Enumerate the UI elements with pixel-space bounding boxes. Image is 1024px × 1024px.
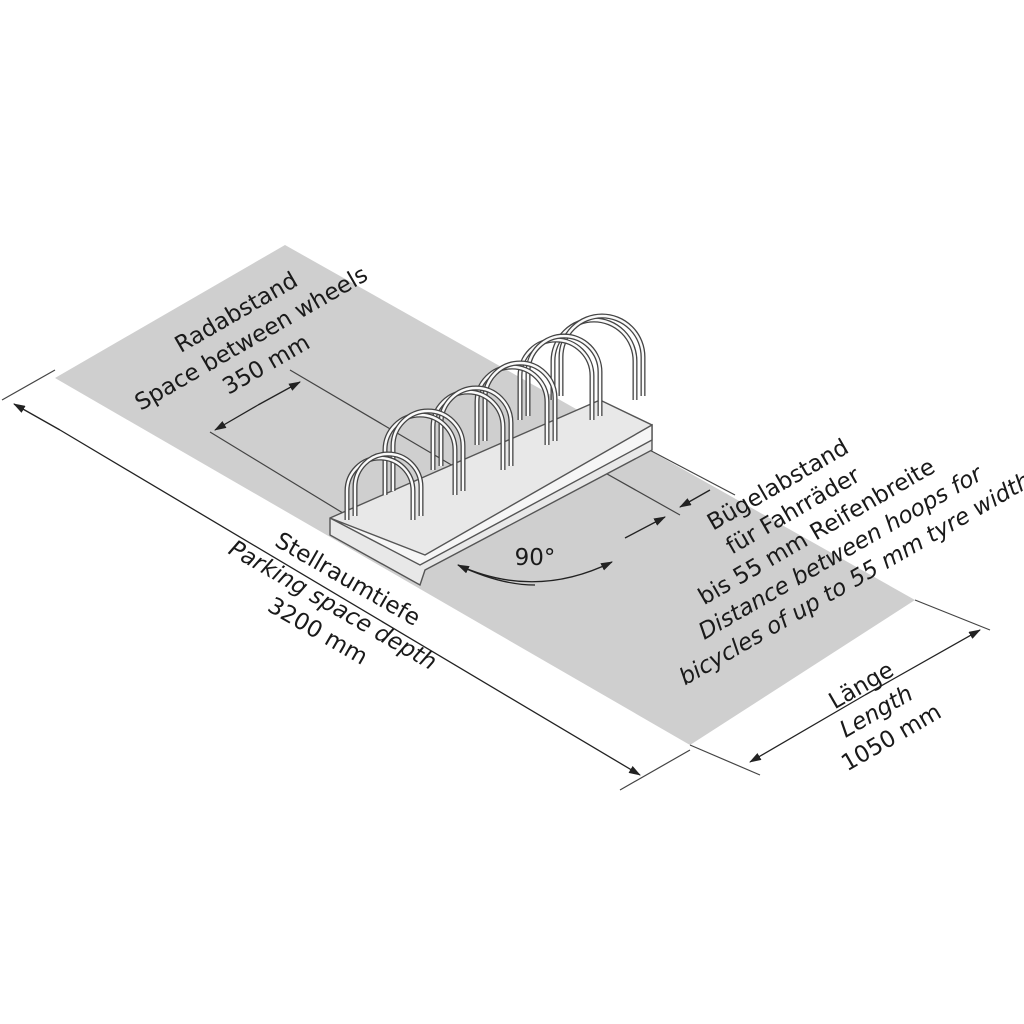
wheel-spacing-arrow <box>214 404 259 431</box>
rack-hoop-highlight <box>483 361 557 441</box>
rack-hoop-highlight <box>391 409 465 491</box>
rack-hoop-highlight <box>526 334 602 416</box>
hoop-spacing-arrow <box>679 489 711 508</box>
rack-hoop-highlight <box>551 318 637 400</box>
angle-label: 90° <box>515 545 556 571</box>
bike-rack <box>329 313 653 587</box>
rack-hoop-highlight <box>353 452 423 516</box>
rack-hoop-highlight <box>383 413 457 495</box>
rack-hoop-highlight <box>431 390 505 470</box>
rack-hoop-highlight <box>345 456 415 520</box>
length-dimension-arrow <box>749 694 866 763</box>
depth-dimension-arrow <box>13 403 61 431</box>
rack-hoop-highlight <box>439 386 513 466</box>
rack-base-plate <box>329 399 653 587</box>
